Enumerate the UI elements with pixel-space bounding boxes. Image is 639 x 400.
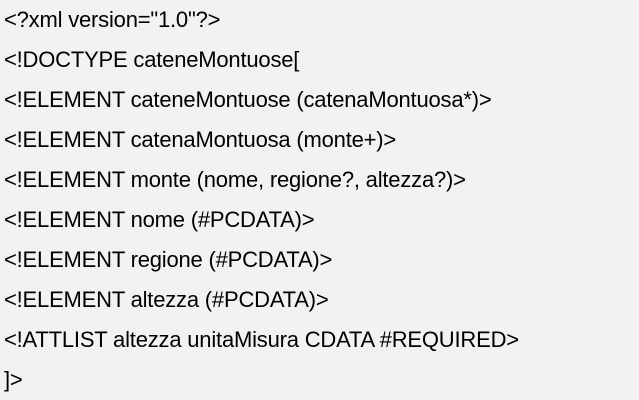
element-monte-line: <!ELEMENT monte (nome, regione?, altezza… xyxy=(4,167,466,192)
element-nome-line: <!ELEMENT nome (#PCDATA)> xyxy=(4,207,315,232)
dtd-code-block: <?xml version="1.0"?> <!DOCTYPE cateneMo… xyxy=(4,0,634,400)
doctype-close-line: ]> xyxy=(4,367,23,392)
attlist-altezza-line: <!ATTLIST altezza unitaMisura CDATA #REQ… xyxy=(4,327,519,352)
doctype-open-line: <!DOCTYPE cateneMontuose[ xyxy=(4,47,300,72)
element-catenamontuosa-line: <!ELEMENT catenaMontuosa (monte+)> xyxy=(4,127,397,152)
element-altezza-line: <!ELEMENT altezza (#PCDATA)> xyxy=(4,287,329,312)
xml-declaration-line: <?xml version="1.0"?> xyxy=(4,7,221,32)
element-catenemontuose-line: <!ELEMENT cateneMontuose (catenaMontuosa… xyxy=(4,87,492,112)
element-regione-line: <!ELEMENT regione (#PCDATA)> xyxy=(4,247,333,272)
